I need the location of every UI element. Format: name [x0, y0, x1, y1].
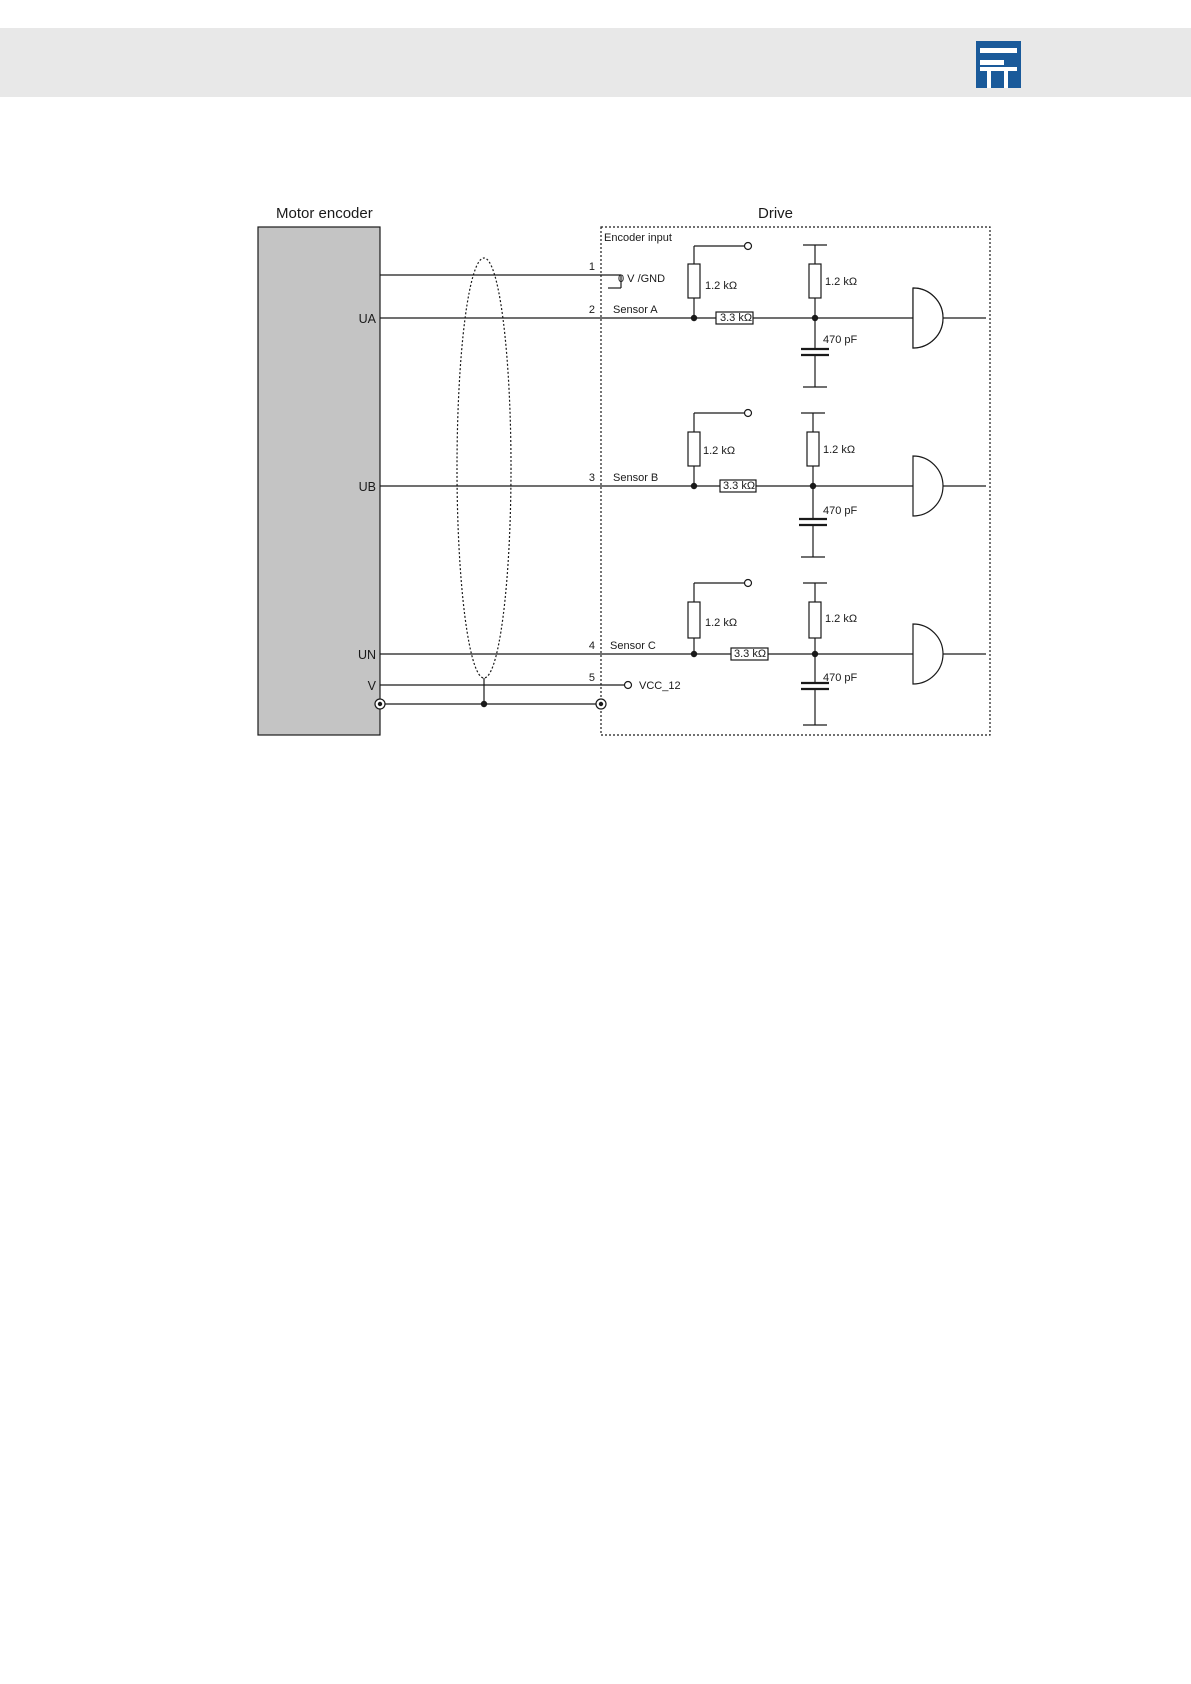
pullup-a-value: 1.2 kΩ	[705, 280, 737, 292]
terminal-3-label: 3	[589, 472, 595, 484]
cap-b-value: 470 pF	[823, 505, 858, 517]
junction-dot	[691, 483, 697, 489]
pin-label-v: V	[368, 679, 377, 693]
drive-title: Drive	[758, 205, 793, 222]
series-b-value: 3.3 kΩ	[723, 480, 755, 492]
junction-dot	[481, 701, 487, 707]
filter-r-a-value: 1.2 kΩ	[825, 276, 857, 288]
terminal-1-label: 1	[589, 261, 595, 273]
junction-dot	[810, 483, 816, 489]
pullup-resistor-a	[688, 264, 700, 298]
filter-resistor-c	[809, 602, 821, 638]
encoder-input-label: Encoder input	[604, 232, 672, 244]
receiver-gate-c	[913, 624, 943, 684]
terminal-5-label: 5	[589, 672, 595, 684]
junction-dot	[812, 315, 818, 321]
filter-r-c-value: 1.2 kΩ	[825, 613, 857, 625]
motor-encoder-title: Motor encoder	[276, 205, 373, 222]
pin-label-ua: UA	[359, 312, 377, 326]
terminal-4-label: 4	[589, 640, 595, 652]
pin-label-ub: UB	[359, 480, 376, 494]
pullup-resistor-b	[688, 432, 700, 466]
cable-shield	[457, 258, 511, 678]
sensor-c-label: Sensor C	[610, 640, 656, 652]
series-a-value: 3.3 kΩ	[720, 312, 752, 324]
cap-a-value: 470 pF	[823, 334, 858, 346]
series-c-value: 3.3 kΩ	[734, 648, 766, 660]
receiver-gate-b	[913, 456, 943, 516]
gnd-label: 0 V /GND	[618, 273, 665, 285]
pullup-b-value: 1.2 kΩ	[703, 445, 735, 457]
pullup-c-value: 1.2 kΩ	[705, 617, 737, 629]
filter-resistor-a	[809, 264, 821, 298]
cap-c-value: 470 pF	[823, 672, 858, 684]
pin-label-un: UN	[358, 648, 376, 662]
filter-resistor-b	[807, 432, 819, 466]
junction-dot	[691, 315, 697, 321]
pullup-resistor-c	[688, 602, 700, 638]
terminal-2-label: 2	[589, 304, 595, 316]
vcc-label: VCC_12	[639, 680, 681, 692]
filter-r-b-value: 1.2 kΩ	[823, 444, 855, 456]
junction-dot	[691, 651, 697, 657]
junction-dot	[812, 651, 818, 657]
sensor-a-label: Sensor A	[613, 304, 658, 316]
sensor-b-label: Sensor B	[613, 472, 658, 484]
